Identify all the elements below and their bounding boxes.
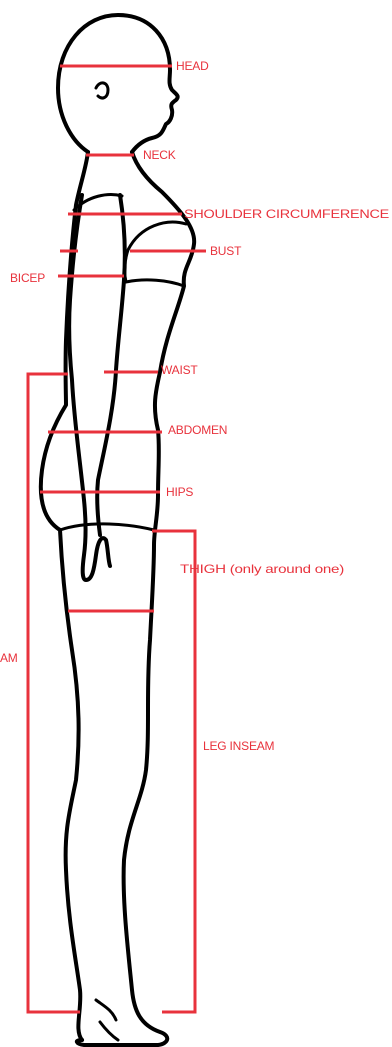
shoulder-label: SHOULDER CIRCUMFERENCE	[184, 207, 389, 221]
waist-label: WAIST	[161, 363, 198, 377]
head-label: HEAD	[176, 59, 209, 73]
bra-outline	[125, 222, 186, 286]
thigh-label: THIGH (only around one)	[180, 562, 344, 576]
bicep-label: BICEP	[10, 271, 45, 285]
leg-inseam-bracket	[152, 531, 195, 1012]
outseam-partial-label: AM	[0, 651, 18, 665]
back-outline	[41, 152, 88, 1040]
hips-label: HIPS	[166, 485, 193, 499]
bust-label: BUST	[210, 244, 242, 258]
leg-inseam-label: LEG INSEAM	[203, 739, 275, 753]
toe-outline	[96, 1000, 118, 1040]
outseam-bracket	[28, 374, 80, 1012]
front-outline	[77, 152, 194, 1045]
arm-front-outline	[97, 195, 125, 535]
neck-label: NECK	[143, 148, 176, 162]
ear-outline	[96, 83, 108, 98]
head-outline	[58, 15, 178, 152]
arm-outline	[69, 195, 110, 580]
briefs-outline	[60, 524, 154, 530]
abdomen-label: ABDOMEN	[168, 423, 227, 437]
